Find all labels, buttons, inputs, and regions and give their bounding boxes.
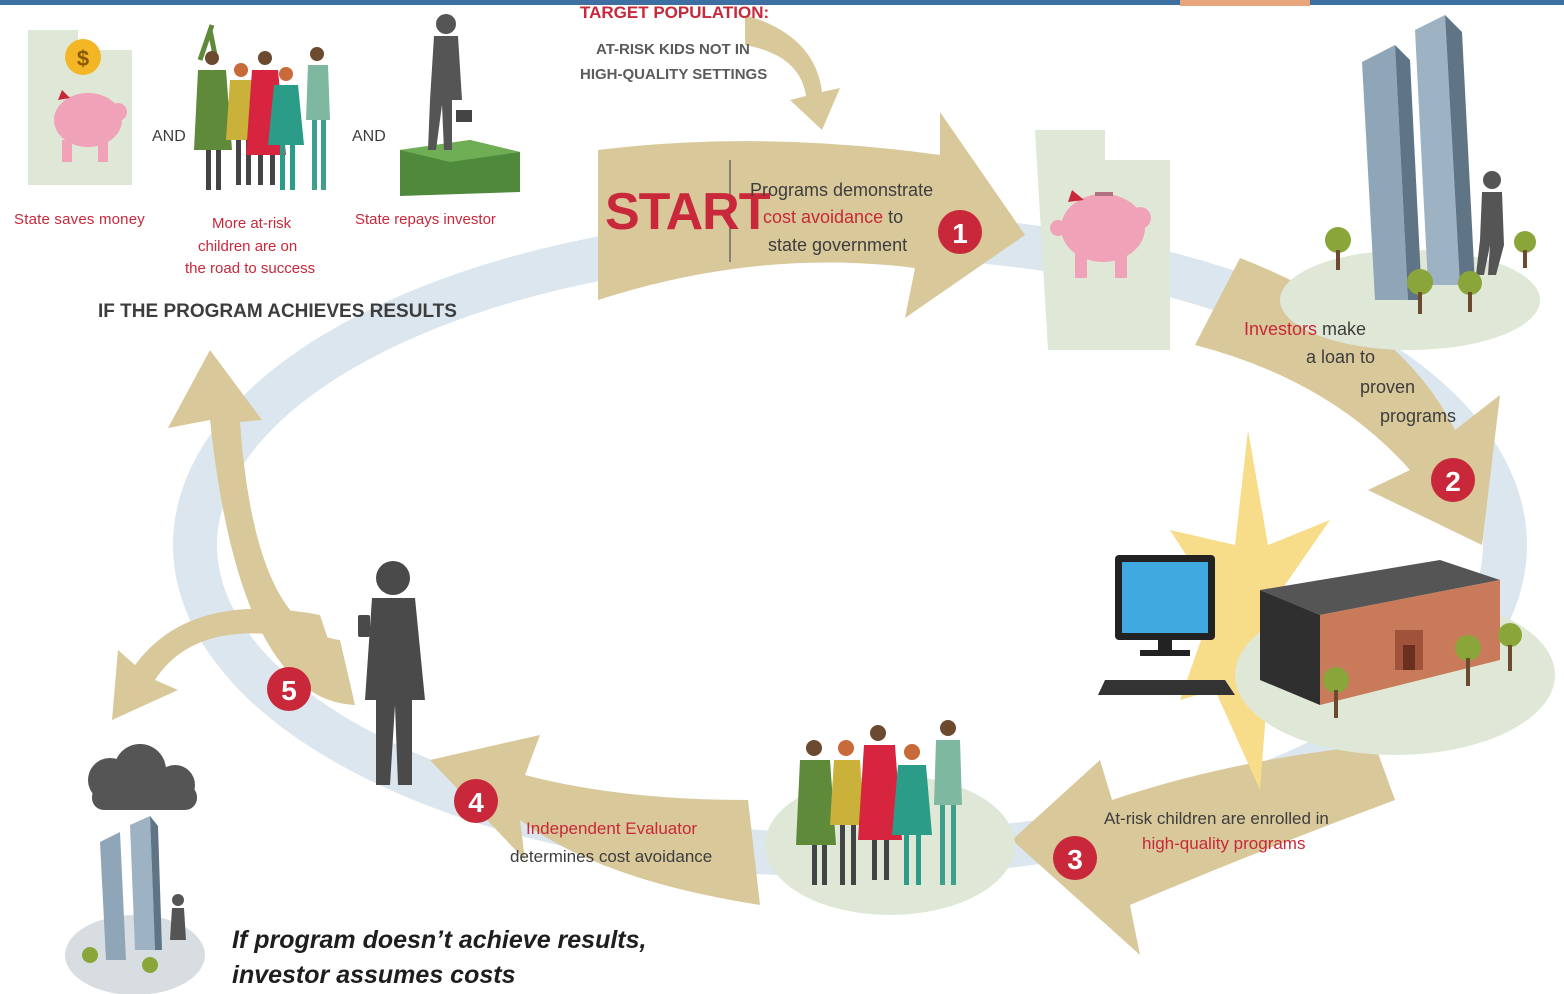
step2-badge: 2 xyxy=(1431,458,1475,502)
coin-symbol: $ xyxy=(77,46,89,71)
step3-line1: At-risk children are enrolled in xyxy=(1104,809,1329,828)
outcome-children-line1: More at-risk xyxy=(212,215,292,232)
outcome-state-repays: State repays investor xyxy=(355,211,496,228)
step2-line2: a loan to xyxy=(1306,347,1376,367)
skyscraper-icon xyxy=(1280,15,1540,350)
skyscraper-icon xyxy=(65,816,205,994)
top-accent xyxy=(1180,0,1310,6)
step1-badge: 1 xyxy=(938,210,982,254)
computer-icon xyxy=(1098,555,1235,695)
children-group-icon xyxy=(194,24,330,190)
step2-number: 2 xyxy=(1445,466,1461,497)
target-heading: TARGET POPULATION: xyxy=(580,3,770,22)
target-arrow xyxy=(745,15,840,130)
target-line2: HIGH-QUALITY SETTINGS xyxy=(580,66,768,83)
step3-number: 3 xyxy=(1067,844,1083,875)
evaluator-person-icon xyxy=(358,561,425,785)
start-line2-suffix: to xyxy=(883,207,904,227)
coin-icon: $ xyxy=(65,39,101,75)
step5-arrow-up xyxy=(168,350,355,705)
start-highlight: cost avoidance xyxy=(763,207,884,227)
outcome-state-saves: State saves money xyxy=(14,211,145,228)
piggy-bank-icon xyxy=(28,30,132,185)
step4-number: 4 xyxy=(468,787,484,818)
start-arrow xyxy=(598,112,1025,318)
money-stack-icon xyxy=(400,140,520,196)
tree-icon xyxy=(1323,623,1522,718)
step5-arrow-down xyxy=(112,608,330,720)
tree-icon xyxy=(1325,227,1536,314)
outcome-children-line2: children are on xyxy=(198,238,298,255)
step3-badge: 3 xyxy=(1053,836,1097,880)
step5-badge: 5 xyxy=(267,667,311,711)
piggy-bank-state-icon xyxy=(1035,130,1170,350)
step2-line1: Investors make xyxy=(1244,319,1367,340)
step2-highlight: Investors xyxy=(1244,319,1318,339)
starburst-shape xyxy=(1170,430,1340,790)
start-line3: state government xyxy=(768,235,908,255)
school-building-icon xyxy=(1235,560,1555,755)
start-label: START xyxy=(605,183,770,241)
step2-line4: programs xyxy=(1380,406,1457,426)
step5-number: 5 xyxy=(281,675,297,706)
step4-highlight: Independent Evaluator xyxy=(526,819,698,838)
step1-number: 1 xyxy=(952,218,968,249)
outcome-condition: IF THE PROGRAM ACHIEVES RESULTS xyxy=(98,301,457,322)
step2-arrow xyxy=(1195,258,1500,545)
step2-text-a: make xyxy=(1317,319,1367,339)
failure-note-line2: investor assumes costs xyxy=(232,961,516,989)
step4-arrow xyxy=(430,735,760,905)
top-border xyxy=(0,0,1564,5)
start-line2: cost avoidance to xyxy=(763,207,904,228)
children-group-icon xyxy=(765,720,1015,915)
step2-line3: proven xyxy=(1360,377,1416,397)
start-line1: Programs demonstrate xyxy=(750,180,934,200)
step3-highlight: high-quality programs xyxy=(1142,834,1306,853)
target-line1: AT-RISK KIDS NOT IN xyxy=(596,41,750,58)
failure-note-line1: If program doesn’t achieve results, xyxy=(232,926,647,954)
outcome-and-1: AND xyxy=(152,128,186,145)
step3-arrow xyxy=(1012,745,1395,955)
outcome-and-2: AND xyxy=(352,128,386,145)
outcome-children-line3: the road to success xyxy=(185,260,316,277)
storm-cloud-icon xyxy=(88,744,197,810)
businessman-icon xyxy=(428,14,472,150)
step4-line2: determines cost avoidance xyxy=(510,847,713,866)
step4-badge: 4 xyxy=(454,779,498,823)
